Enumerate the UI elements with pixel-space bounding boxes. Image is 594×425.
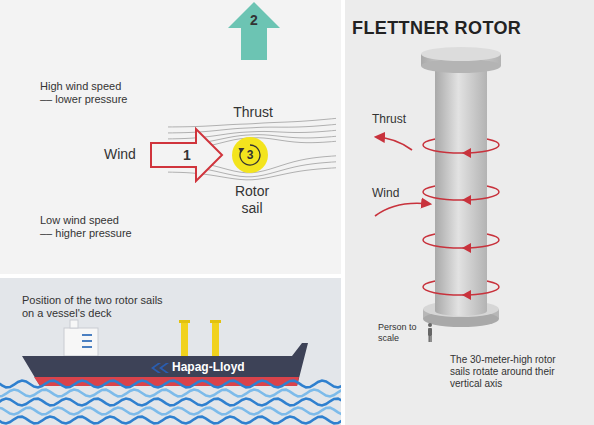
rotor-label: Rotor sail xyxy=(228,183,276,217)
thrust-label: Thrust xyxy=(228,104,278,121)
person-icon xyxy=(428,323,432,342)
wind-label: Wind xyxy=(372,186,399,200)
wave xyxy=(0,417,341,424)
superstructure xyxy=(64,328,98,356)
rotation-arrowhead xyxy=(462,148,471,158)
rotor-disc xyxy=(232,137,268,173)
wind-label: Wind xyxy=(104,146,136,163)
rotation-arrows-front xyxy=(423,145,499,300)
wave xyxy=(0,399,341,406)
thrust-label: Thrust xyxy=(372,112,406,126)
ship-caption: Position of the two rotor sails on a ves… xyxy=(22,294,172,320)
rotor-top-plate xyxy=(421,47,501,61)
thrust-arrow-shape: 2 xyxy=(228,2,280,60)
callout-number: 2 xyxy=(228,13,280,27)
rotor-top-plate xyxy=(421,59,501,73)
rotor-cylinder xyxy=(435,306,487,316)
wave xyxy=(0,408,341,415)
scale-note: Person to scale xyxy=(378,322,423,344)
rotor-cylinder xyxy=(435,66,487,311)
window xyxy=(82,340,92,342)
window xyxy=(82,334,92,336)
wave xyxy=(0,381,341,388)
rotation-arc xyxy=(423,287,499,295)
arrow-outline xyxy=(151,129,222,181)
callout-number: 3 xyxy=(231,149,269,161)
person-leg xyxy=(429,336,430,342)
waves xyxy=(0,381,341,424)
person-body xyxy=(428,328,432,336)
rotation-arrowhead xyxy=(462,195,471,205)
funnel xyxy=(70,320,78,328)
rotation-arc xyxy=(423,192,499,200)
rotation-arrowhead xyxy=(462,243,471,253)
rotation-arrowhead xyxy=(462,290,471,300)
wave xyxy=(0,390,341,397)
rotor-cap xyxy=(179,320,190,323)
right-panel xyxy=(345,0,594,425)
hull xyxy=(22,343,308,386)
arrow-fill xyxy=(228,2,280,60)
window xyxy=(82,346,92,348)
rotation-arc xyxy=(423,145,499,153)
ship-logo-text: Hapag-Lloyd xyxy=(172,360,245,374)
bottom-panel xyxy=(0,278,341,425)
rotor-circle: 3 xyxy=(231,136,269,174)
callout-number: 1 xyxy=(180,148,194,162)
rotor-sail-symbol xyxy=(212,322,219,356)
rotation-head xyxy=(239,148,245,153)
wind-arrow-shape: 1 xyxy=(150,127,224,183)
logo-chevrons xyxy=(151,363,169,373)
pressure-note: Low wind speed –– higher pressure xyxy=(40,214,133,240)
wind-arrow xyxy=(375,203,430,216)
rotation-arc xyxy=(423,240,499,248)
ship xyxy=(22,320,308,386)
top-panel xyxy=(0,0,341,274)
pressure-note: High wind speed –– lower pressure xyxy=(40,80,133,106)
title: FLETTNER ROTOR xyxy=(352,18,521,40)
thrust-arrow-shape-outline xyxy=(228,2,280,60)
rotor-sail-symbol xyxy=(181,322,188,356)
person-head xyxy=(428,323,432,327)
person-leg xyxy=(430,336,431,342)
rotor-cap xyxy=(210,320,221,323)
rotor xyxy=(421,47,501,327)
thrust-arrow xyxy=(376,137,412,150)
rotor-caption: The 30-meter-high rotor sails rotate aro… xyxy=(450,354,578,390)
